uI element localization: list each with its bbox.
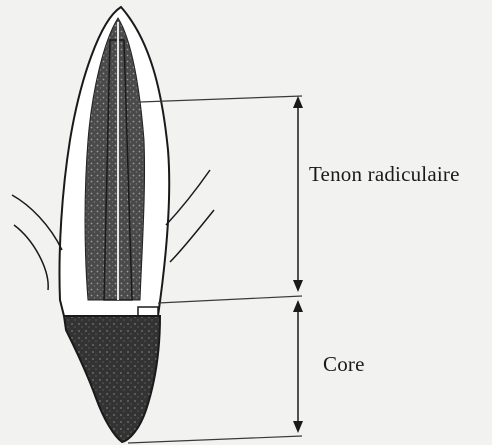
leader-top: [140, 96, 302, 102]
core-structure: [64, 316, 160, 442]
core-arrow-up: [293, 300, 303, 312]
tenon-arrow-down: [293, 280, 303, 292]
leader-middle: [158, 296, 302, 303]
leader-bottom: [128, 436, 302, 443]
core-arrow-down: [293, 421, 303, 433]
tenon-label: Tenon radiculaire: [309, 162, 460, 187]
tenon-arrow-up: [293, 96, 303, 108]
core-label: Core: [323, 352, 365, 377]
gum-left: [12, 195, 62, 290]
gum-right: [166, 170, 214, 262]
